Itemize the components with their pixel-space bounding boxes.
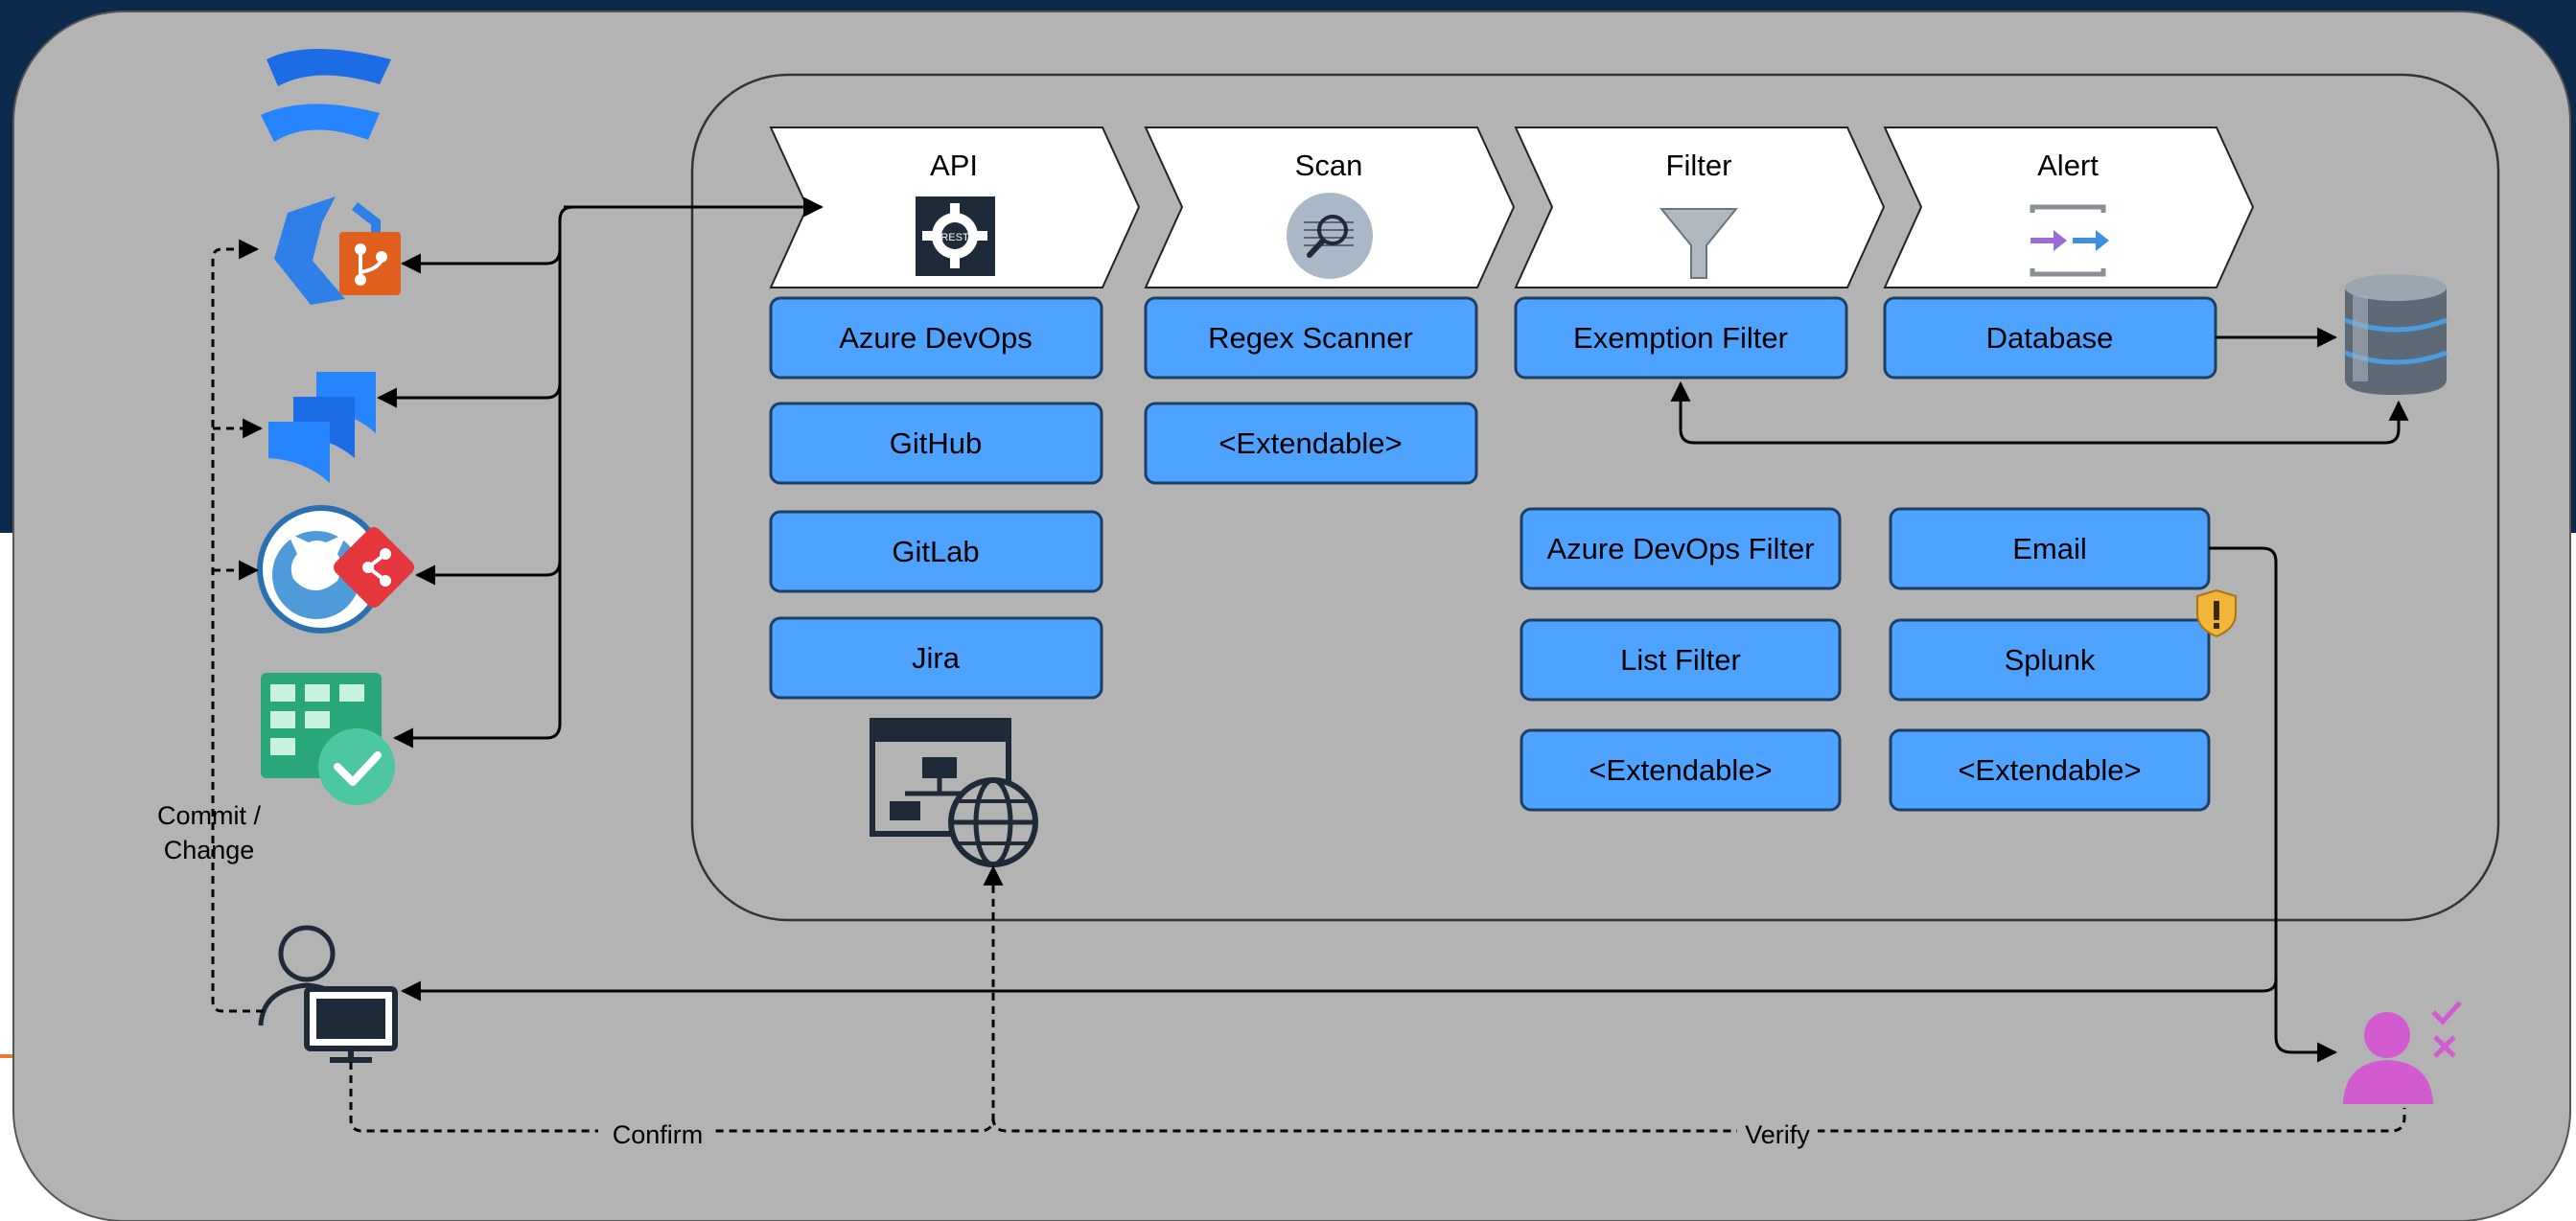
- warning-shield-icon: [2196, 588, 2237, 638]
- stage-title-api: API: [930, 149, 978, 182]
- box-label: Azure DevOps Filter: [1546, 532, 1814, 565]
- database-icon: [2344, 274, 2448, 395]
- github-git-icon: [257, 505, 414, 634]
- stage-title-scan: Scan: [1295, 149, 1363, 182]
- reviewer-user-icon: [2343, 1001, 2462, 1104]
- developer-workstation-icon: [258, 925, 398, 1063]
- box-label: GitLab: [892, 535, 979, 568]
- api-box-gitlab: GitLab: [769, 510, 1103, 593]
- azure-repos-icon: [274, 196, 401, 305]
- filter-box-exemption-filter: Exemption Filter: [1514, 296, 1848, 380]
- box-label: Exemption Filter: [1573, 321, 1788, 355]
- rest-api-gear-icon: REST: [916, 196, 995, 276]
- scan-box-regex-scanner: Regex Scanner: [1144, 296, 1478, 380]
- box-label: Splunk: [2005, 643, 2096, 677]
- jira-icon: [268, 372, 376, 483]
- box-label: <Extendable>: [1958, 753, 2141, 787]
- svg-text:REST: REST: [940, 232, 969, 243]
- api-box-github: GitHub: [769, 402, 1103, 485]
- box-label: Regex Scanner: [1208, 321, 1413, 355]
- email-notification-connectors: [400, 546, 2338, 1063]
- azure-test-plans-icon: [261, 673, 395, 805]
- stage-alert: Alert: [1883, 127, 2255, 288]
- confirm-verify-connectors: [349, 864, 2406, 1133]
- scan-box-extendable: <Extendable>: [1144, 402, 1478, 485]
- box-label: Azure DevOps: [839, 321, 1033, 355]
- stage-title-filter: Filter: [1666, 149, 1732, 182]
- stage-api: API REST: [769, 127, 1141, 288]
- alert-box-extendable: <Extendable>: [1889, 728, 2211, 812]
- commit-change-label-line2: Change: [164, 836, 255, 864]
- filter-box-azure-devops-filter: Azure DevOps Filter: [1520, 507, 1842, 590]
- verify-label: Verify: [1745, 1120, 1810, 1149]
- api-box-jira: Jira: [769, 616, 1103, 700]
- commit-change-label-line1: Commit /: [157, 801, 261, 830]
- data-flow-arrows-icon: [2030, 204, 2109, 277]
- funnel-icon: [1659, 208, 1739, 279]
- magnifier-scan-icon: [1287, 193, 1373, 279]
- api-box-azure-devops: Azure DevOps: [769, 296, 1103, 380]
- filter-box-extendable: <Extendable>: [1520, 728, 1842, 812]
- alert-box-splunk: Splunk: [1889, 618, 2211, 702]
- box-label: <Extendable>: [1589, 753, 1772, 787]
- stage-scan: Scan: [1144, 127, 1516, 288]
- stage-filter: Filter: [1514, 127, 1886, 288]
- confirm-label: Confirm: [613, 1120, 704, 1149]
- box-label: Jira: [912, 641, 961, 675]
- box-label: <Extendable>: [1218, 426, 1402, 460]
- database-connectors: [1670, 327, 2409, 445]
- box-label: List Filter: [1620, 643, 1741, 677]
- pipeline-container: [690, 73, 2500, 922]
- alert-box-email: Email: [1889, 507, 2211, 590]
- api-tool-connectors: [376, 196, 824, 749]
- stage-title-alert: Alert: [2037, 149, 2099, 182]
- web-sitemap-globe-icon: [870, 718, 1038, 867]
- filter-box-list-filter: List Filter: [1520, 618, 1842, 702]
- box-label: Email: [2012, 532, 2087, 565]
- box-label: Database: [1986, 321, 2114, 355]
- confluence-icon: [261, 49, 391, 142]
- alert-box-database: Database: [1883, 296, 2217, 380]
- box-label: GitHub: [890, 426, 982, 460]
- commit-change-connectors: [211, 239, 264, 1013]
